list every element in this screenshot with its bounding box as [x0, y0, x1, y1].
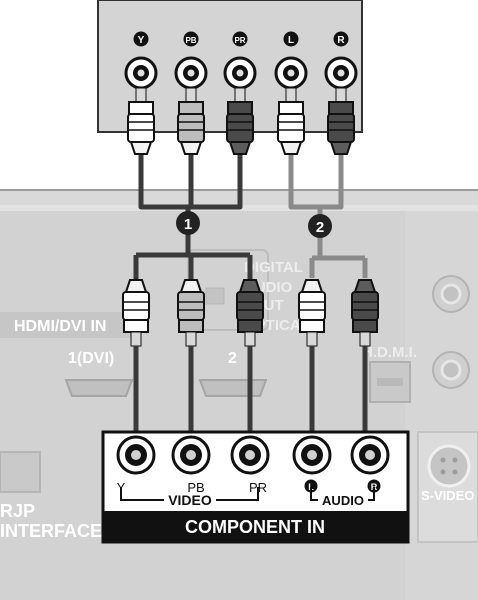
device-plug-l [277, 87, 305, 155]
svg-text:2: 2 [316, 219, 324, 236]
svideo-label: S-VIDEO [421, 488, 474, 503]
lower-plug-0 [122, 279, 150, 347]
rjp-label-line1: RJP [0, 501, 35, 521]
device-plug-y [127, 87, 155, 155]
component-title-bar [103, 511, 408, 542]
component-in-title: COMPONENT IN [185, 517, 325, 537]
device-jack-y: Y [124, 31, 158, 155]
lower-plug-3 [298, 279, 326, 347]
svg-text:DIGITAL: DIGITAL [244, 259, 303, 276]
cable-audio-top [288, 155, 344, 210]
device-plug-pr [226, 87, 254, 155]
hdmi2-port [198, 379, 268, 397]
component-jack-3 [292, 435, 332, 475]
svideo-jack [427, 444, 471, 488]
device-jack-pr: PR [223, 31, 257, 155]
svg-text:R: R [337, 35, 345, 46]
lower-plug-2 [236, 279, 264, 347]
digital-audio-port [187, 249, 269, 331]
hdmi-label-bar [0, 312, 140, 338]
step-1-badge: 1 [176, 211, 200, 235]
device-jacks: Y PB PR L R [124, 31, 358, 155]
lower-plug-4 [351, 279, 379, 347]
audio-label: AUDIO [322, 493, 364, 508]
hdmi1-port [64, 379, 134, 397]
hdmi1-label: 1(DVI) [68, 350, 114, 367]
hdmi2-label: 2 [228, 350, 237, 367]
device-jack-pb: PB [174, 31, 208, 155]
right-round-jacks [432, 275, 470, 389]
video-label: VIDEO [168, 492, 212, 508]
svg-text:PR: PR [234, 36, 245, 45]
device-plug-r [327, 87, 355, 155]
rjp-port [0, 451, 41, 493]
cables [122, 155, 379, 440]
cable-audio-split [309, 255, 368, 278]
device-plug-pb [177, 87, 205, 155]
cable-video-drops [133, 255, 253, 280]
component-jack-1 [171, 435, 211, 475]
rjp-label-line2: INTERFACE [0, 521, 102, 541]
component-jack-4 [350, 435, 390, 475]
svg-text:1: 1 [184, 216, 192, 233]
step-2-badge: 2 [308, 214, 332, 238]
device-jack-l: L [274, 31, 308, 155]
component-jack-0 [116, 435, 156, 475]
component-jack-2 [230, 435, 270, 475]
device-jack-r: R [324, 31, 358, 155]
svg-text:Y: Y [138, 35, 145, 46]
svg-text:L: L [288, 35, 294, 46]
component-jack-label-1: PB [187, 480, 204, 495]
lower-plug-1 [177, 279, 205, 347]
svg-text:PB: PB [185, 36, 196, 45]
hdmi-rs-label: H.D.M.I. [362, 344, 417, 361]
hdmi-dvi-label: HDMI/DVI IN [14, 318, 106, 335]
